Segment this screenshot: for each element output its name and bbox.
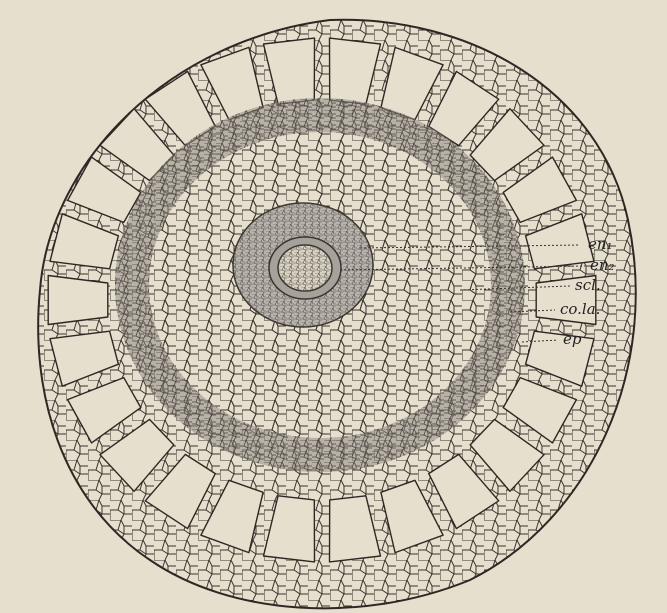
label-sclerenchyma: scl. [575, 276, 601, 294]
lacuna [48, 276, 108, 325]
label-endodermis-1: en₁ [588, 235, 613, 253]
central-stele [233, 203, 373, 327]
label-endodermis-2: en₂ [590, 256, 615, 274]
label-cortical-lacunae: co.la. [560, 300, 600, 318]
label-epidermis: ep [563, 330, 582, 348]
